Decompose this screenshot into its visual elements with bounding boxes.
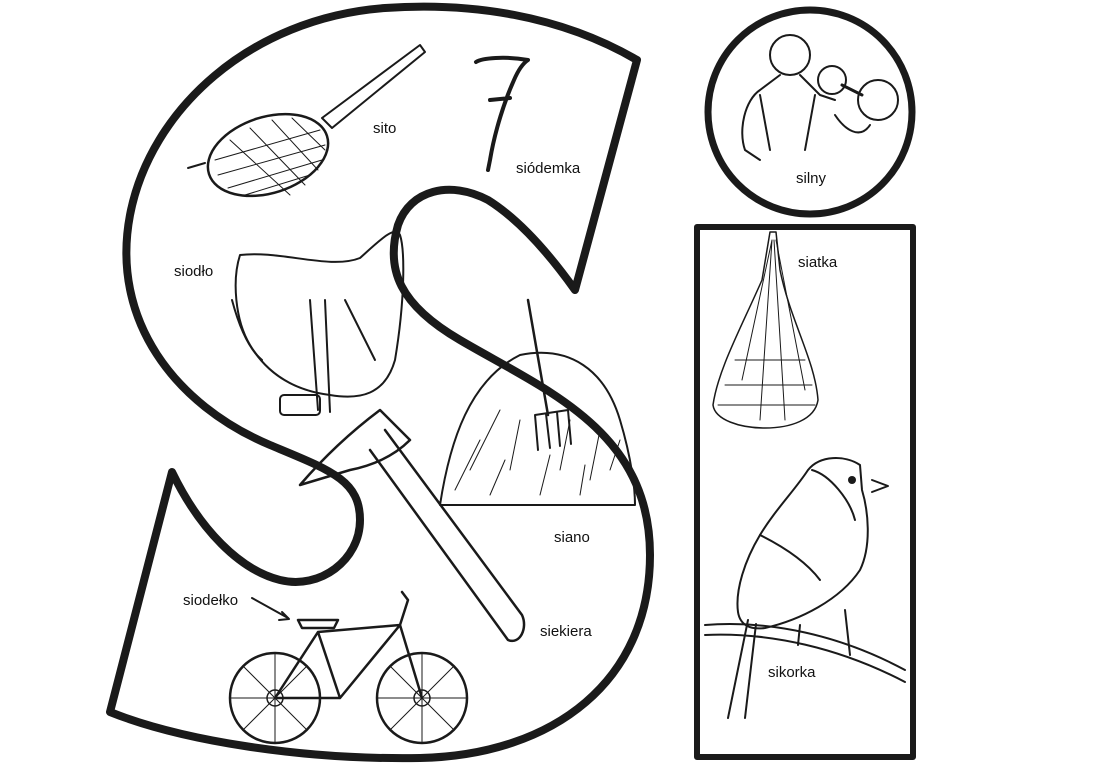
digit-seven	[474, 55, 530, 172]
strongman-icon	[741, 34, 899, 161]
net-bag-icon	[712, 231, 819, 429]
label-sito: sito	[373, 120, 397, 137]
saddle-icon	[231, 230, 405, 416]
axe-icon	[298, 408, 526, 643]
letter-s-outline	[106, 2, 654, 763]
sieve-icon	[187, 44, 426, 198]
haystack-icon	[439, 351, 636, 506]
tit-bird-icon	[704, 457, 906, 719]
label-siekiera: siekiera	[540, 623, 592, 640]
label-siodlo: siodło	[174, 263, 214, 280]
pitchfork-icon	[526, 298, 572, 451]
letter-i-stem-rect	[694, 224, 916, 760]
bicycle-icon	[228, 590, 469, 745]
label-silny: silny	[796, 170, 827, 187]
label-siatka: siatka	[798, 254, 838, 271]
label-siodelko: siodełko	[183, 592, 239, 609]
letter-i-dot-circle	[704, 6, 916, 218]
label-siodemka: siódemka	[516, 160, 581, 177]
label-sikorka: sikorka	[768, 664, 816, 681]
label-siano: siano	[554, 529, 590, 546]
